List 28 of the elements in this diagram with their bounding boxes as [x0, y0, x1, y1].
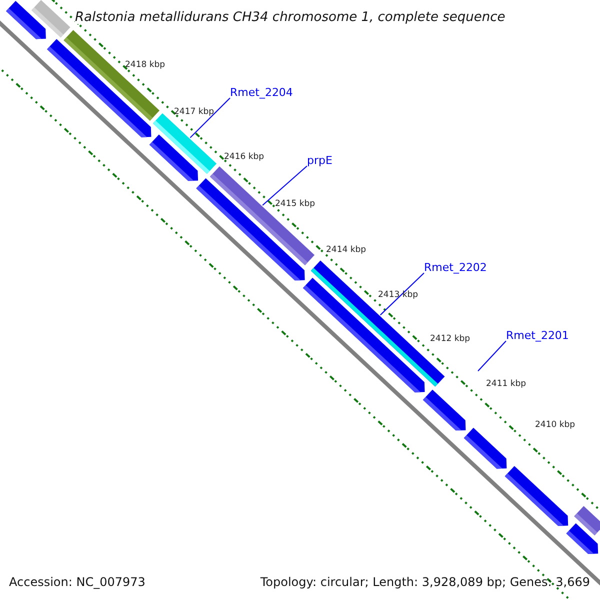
scale-label: 2416 kbp: [224, 153, 264, 162]
gene-block: [464, 428, 507, 469]
gene-block: [47, 39, 152, 138]
gene-block: [422, 390, 466, 431]
title: Ralstonia metallidurans CH34 chromosome 1, complete sequence: [75, 11, 506, 24]
gene-block: [6, 0, 46, 40]
gene-label: Rmet_2204: [230, 87, 293, 98]
gene-block: [149, 134, 198, 181]
summary-text: Topology: circular; Length: 3,928,089 bp; Genes: 3,669: [260, 576, 590, 588]
gene-block: [504, 466, 568, 526]
scale-label: 2414 kbp: [326, 246, 366, 254]
scale-label: 2411 kbp: [486, 380, 526, 388]
scale-label: 2417 kbp: [174, 108, 214, 116]
gene-label: Rmet_2202: [424, 262, 487, 273]
leader-line: [478, 340, 506, 372]
gene-label: prpE: [307, 155, 332, 166]
accession-text: Accession: NC_007973: [9, 576, 146, 588]
gene-label: Rmet_2201: [506, 330, 569, 341]
gene-block: [302, 278, 425, 392]
scale-label: 2415 kbp: [275, 200, 316, 208]
scale-label: 2410 kbp: [535, 421, 576, 430]
leader-line: [380, 272, 424, 316]
scale-label: 2413 kbp: [378, 291, 418, 300]
scale-label: 2418 kbp: [125, 61, 166, 70]
gene-block: [566, 523, 598, 554]
scale-label: 2412 kbp: [430, 335, 470, 344]
leader-line: [262, 166, 308, 206]
leader-line: [190, 98, 230, 138]
